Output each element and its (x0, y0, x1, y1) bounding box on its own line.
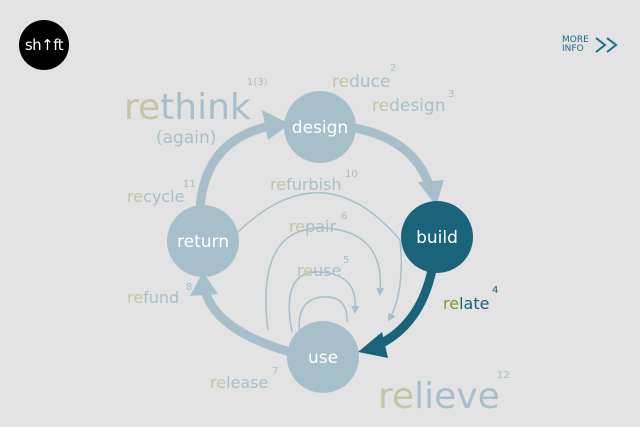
node-use-label: use (308, 348, 338, 368)
relate-number: 4 (492, 285, 498, 296)
arrowhead-use (358, 332, 388, 358)
recycle-prefix: re (127, 187, 143, 206)
node-design[interactable] (284, 91, 356, 163)
word-reduce: reduce (332, 72, 390, 92)
rethink-prefix: re (124, 87, 160, 128)
recycle-rest: cycle (143, 187, 184, 206)
logo-text: sh↑ft (24, 36, 64, 54)
node-return-label: return (177, 232, 229, 252)
recycle-number: 11 (183, 179, 196, 190)
relieve-number: 12 (497, 370, 510, 381)
word-refurbish: refurbish (270, 175, 342, 194)
refurbish-prefix: re (270, 175, 286, 194)
word-relate: relate (443, 294, 489, 313)
reuse-rest: use (313, 261, 341, 280)
repair-rest: pair (305, 217, 336, 236)
repair-prefix: re (289, 217, 305, 236)
relate-rest: late (459, 294, 489, 313)
relieve-prefix: re (378, 376, 414, 417)
refurbish-number: 10 (345, 169, 358, 180)
redesign-prefix: re (372, 96, 389, 116)
word-refund: refund (127, 288, 179, 307)
node-design-label: design (292, 118, 348, 138)
word-release: release (210, 373, 268, 392)
refund-rest: fund (143, 288, 179, 307)
rethink-number: 1(3) (247, 77, 268, 88)
word-redesign: redesign (372, 96, 445, 116)
node-build-label: build (416, 228, 458, 248)
reduce-number: 2 (390, 63, 396, 74)
more-info-link[interactable]: MORE INFO (562, 35, 623, 55)
reduce-rest: duce (349, 72, 390, 92)
rethink-rest: think (160, 87, 251, 128)
relieve-rest: lieve (414, 376, 500, 417)
more-info-line2: INFO (562, 44, 584, 54)
redesign-rest: design (389, 96, 445, 116)
arrowhead-return (190, 272, 218, 296)
more-info-line1: MORE (562, 35, 589, 45)
return-number: 9 (225, 228, 231, 239)
node-return[interactable] (167, 205, 239, 277)
word-rethink: rethink (124, 87, 251, 128)
word-recycle: recycle (127, 187, 184, 206)
arrow-use-to-return (200, 288, 292, 357)
refund-prefix: re (127, 288, 143, 307)
word-relieve: relieve (378, 376, 500, 417)
reuse-number: 5 (343, 255, 349, 266)
node-build[interactable] (401, 201, 473, 273)
shift-logo[interactable]: sh↑ft (19, 20, 69, 70)
refurbish-rest: furbish (286, 175, 341, 194)
reduce-prefix: re (332, 72, 349, 92)
loop-reuse (288, 271, 360, 333)
arrowhead-design (262, 110, 290, 140)
loop-refurbish (234, 192, 402, 322)
loop-repair (265, 227, 385, 331)
arrowhead-build (418, 180, 444, 206)
release-number: 7 (272, 366, 278, 377)
repair-number: 6 (341, 211, 347, 222)
word-again: (again) (156, 128, 216, 148)
release-rest: lease (226, 373, 268, 392)
reuse-prefix: re (297, 261, 313, 280)
node-use[interactable] (287, 321, 359, 393)
double-chevron-right-icon (595, 37, 618, 53)
refund-number: 8 (186, 282, 192, 293)
release-prefix: re (210, 373, 226, 392)
arrow-return-to-design (195, 121, 272, 209)
loop-reuse-inner (298, 296, 348, 336)
relate-prefix: re (443, 294, 459, 313)
word-repair: repair (289, 217, 336, 236)
redesign-number: 3 (448, 89, 454, 100)
arrow-design-to-build (354, 123, 435, 190)
arrow-build-to-use (375, 269, 437, 350)
word-reuse: reuse (297, 261, 341, 280)
